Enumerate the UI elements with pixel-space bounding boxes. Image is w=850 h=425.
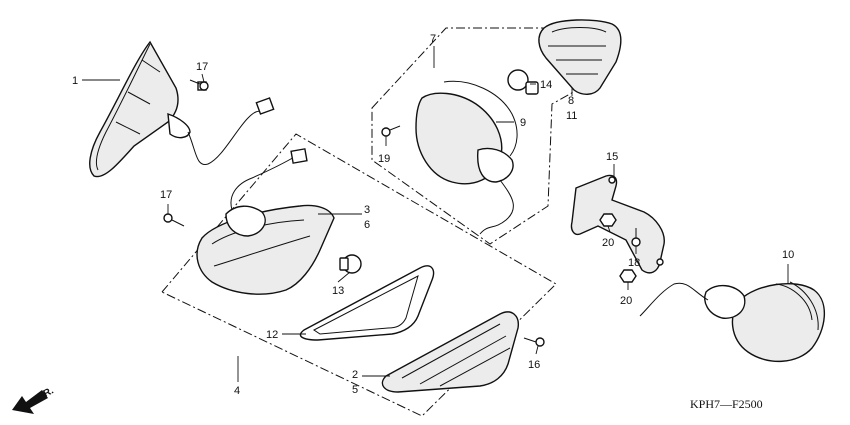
- callout-13: 13: [332, 285, 344, 297]
- turn-signal-housing-part-3-6: [196, 148, 335, 295]
- callout-17b: 17: [160, 189, 172, 201]
- callout-18: 18: [628, 257, 640, 269]
- callout-10: 10: [782, 249, 794, 261]
- callout-2: 2: [352, 369, 358, 381]
- bulb-part-13: [339, 254, 362, 274]
- front-right-turn-signal-part-10: [639, 281, 826, 363]
- callout-6: 6: [364, 219, 370, 231]
- rear-lens-part-2-5: [381, 311, 519, 393]
- callout-8: 8: [568, 95, 574, 107]
- front-assembly-group-7: [371, 27, 603, 245]
- callout-7: 7: [430, 33, 436, 45]
- callout-17a: 17: [196, 61, 208, 73]
- rear-assembly-group-4: [161, 133, 557, 417]
- mounting-bracket-part-15: [570, 174, 665, 274]
- callout-9: 9: [520, 117, 526, 129]
- callout-19: 19: [378, 153, 390, 165]
- callout-11: 11: [566, 110, 577, 122]
- screw-part-16: [523, 337, 545, 347]
- bulb-part-14: [507, 69, 539, 95]
- screw-part-17b: [163, 213, 185, 227]
- front-left-turn-signal-part-1: [89, 40, 275, 178]
- callout-5: 5: [352, 384, 358, 396]
- callout-20b: 20: [620, 295, 632, 307]
- nut-part-20b: [619, 269, 637, 283]
- callout-12: 12: [266, 329, 278, 341]
- front-turn-signal-housing-part-9: [415, 80, 518, 235]
- callout-4: 4: [234, 385, 240, 397]
- front-lens-part-8-11: [538, 19, 622, 95]
- direction-label: FR.: [36, 385, 56, 402]
- callout-14: 14: [540, 79, 552, 91]
- callout-3: 3: [364, 204, 370, 216]
- gasket-inner-edge: [313, 275, 419, 335]
- nut-part-20a: [599, 213, 617, 227]
- screw-part-19: [381, 125, 401, 137]
- callout-16: 16: [528, 359, 540, 371]
- rear-lens-ribs: [401, 323, 511, 387]
- callout-1: 1: [72, 75, 78, 87]
- front-direction-arrow-icon: FR.: [12, 385, 56, 414]
- leader-lines: [82, 46, 789, 382]
- callout-15: 15: [606, 151, 618, 163]
- callout-20a: 20: [602, 237, 614, 249]
- drawing-code: KPH7—F2500: [690, 397, 763, 411]
